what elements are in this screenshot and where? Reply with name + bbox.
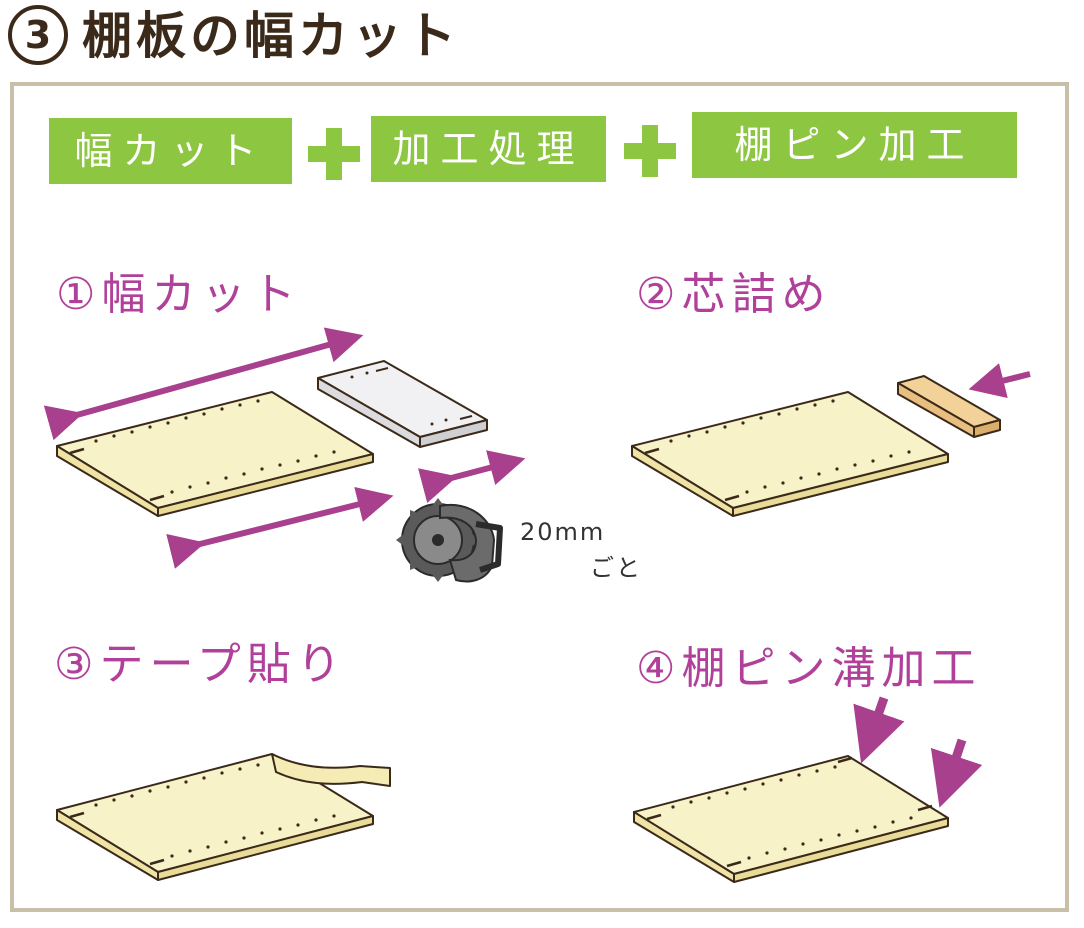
title-number-badge: 3	[8, 5, 68, 65]
process-step-shelf-pin: 棚ピン加工	[692, 112, 1017, 178]
shelf-board	[633, 755, 949, 883]
step-1-label: ①幅カット	[56, 269, 302, 320]
edge-tape	[271, 753, 391, 787]
arrow-icon	[853, 696, 983, 808]
arrow-icon	[43, 327, 526, 569]
shelf-board	[631, 391, 949, 517]
shelf-board	[56, 391, 374, 517]
step-4-label: ④棚ピン溝加工	[636, 643, 982, 694]
content-frame	[10, 82, 1069, 912]
step-2-label: ②芯詰め	[636, 269, 832, 320]
process-step-width-cut: 幅カット	[49, 118, 292, 184]
cut-note-size: 20mm	[520, 518, 606, 546]
plus-icon	[308, 128, 360, 180]
circular-saw-icon	[396, 498, 503, 583]
shelf-board	[56, 753, 374, 881]
step-3-label: ③テープ貼り	[54, 639, 347, 690]
plus-icon	[624, 125, 676, 177]
cut-note-each: ごと	[590, 554, 642, 582]
arrow-icon	[968, 363, 1031, 399]
cut-strip	[317, 360, 488, 448]
core-wood-strip	[897, 375, 1001, 438]
process-step-processing: 加工処理	[371, 116, 606, 182]
title-text: 棚板の幅カット	[82, 7, 460, 65]
